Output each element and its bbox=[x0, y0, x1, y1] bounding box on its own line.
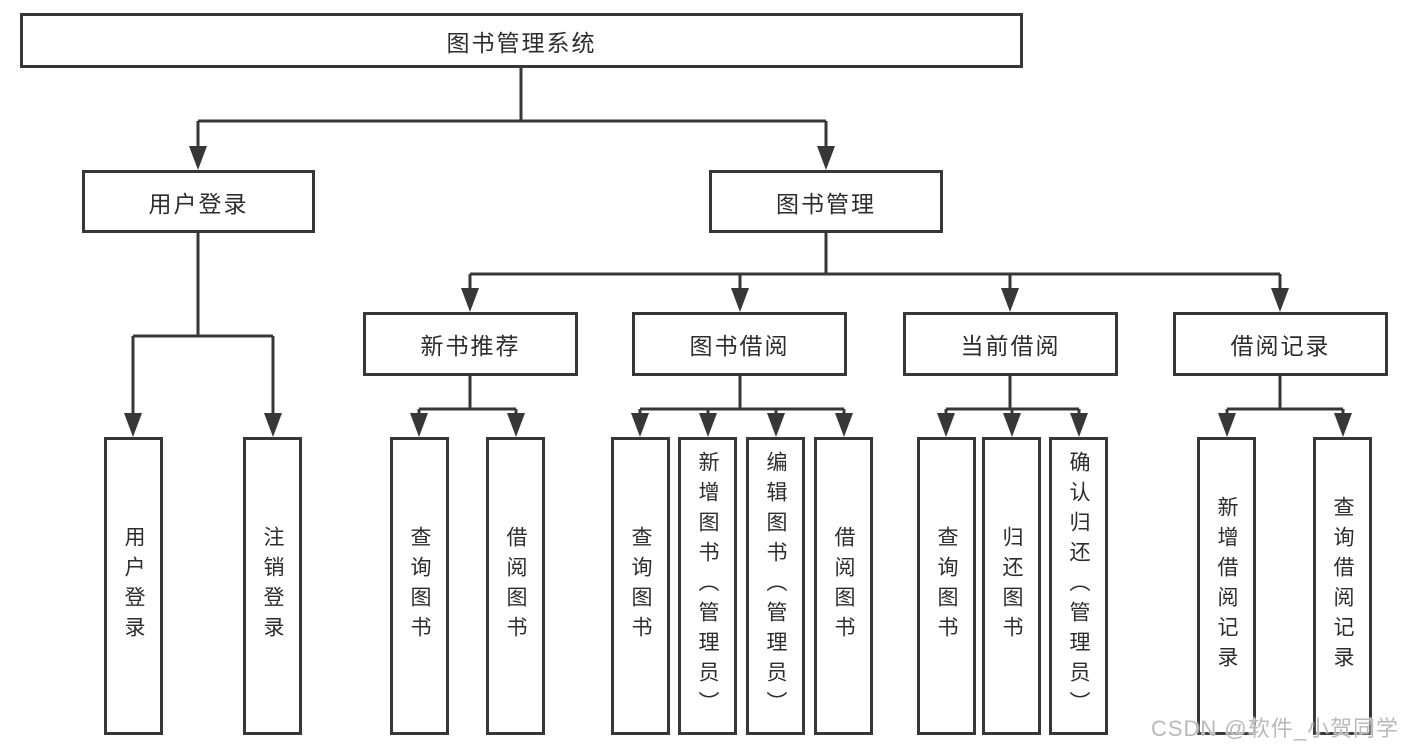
leaf-label: 新增借阅记录 bbox=[1215, 496, 1238, 676]
connector-new-book-recommend-to-leaves bbox=[410, 376, 525, 437]
arrowhead bbox=[699, 413, 717, 437]
connector-book-borrow-to-leaves bbox=[631, 376, 853, 437]
leaf-query-borrow-record: 查询借阅记录 bbox=[1313, 437, 1372, 735]
arrowhead bbox=[937, 413, 955, 437]
connector-user-login-to-leaves bbox=[124, 233, 282, 437]
connector-root-to-level2 bbox=[189, 68, 835, 170]
leaf-query-books-recommend: 查询图书 bbox=[390, 437, 449, 735]
arrowhead bbox=[1003, 413, 1021, 437]
arrowhead bbox=[461, 288, 479, 312]
leaf-query-books-current: 查询图书 bbox=[917, 437, 976, 735]
node-root-library-system: 图书管理系统 bbox=[20, 13, 1023, 68]
node-book-borrow: 图书借阅 bbox=[632, 312, 847, 376]
arrowhead bbox=[124, 413, 142, 437]
leaf-label: 借阅图书 bbox=[832, 526, 855, 646]
arrowhead bbox=[264, 413, 282, 437]
arrowhead bbox=[1271, 288, 1289, 312]
leaf-return-books: 归还图书 bbox=[982, 437, 1041, 735]
arrowhead bbox=[1001, 288, 1019, 312]
leaf-label: 查询图书 bbox=[408, 526, 431, 646]
arrowhead bbox=[731, 288, 749, 312]
leaf-label: 借阅图书 bbox=[504, 526, 527, 646]
arrowhead bbox=[507, 413, 525, 437]
leaf-label: 用户登录 bbox=[122, 526, 145, 646]
leaf-user-login: 用户登录 bbox=[104, 437, 163, 735]
connector-current-borrow-to-leaves bbox=[937, 376, 1088, 437]
leaf-label: 确认归还（管理员） bbox=[1067, 451, 1090, 721]
leaf-add-borrow-record: 新增借阅记录 bbox=[1197, 437, 1256, 735]
leaf-borrow-books: 借阅图书 bbox=[814, 437, 873, 735]
node-user-login: 用户登录 bbox=[82, 170, 315, 233]
arrowhead bbox=[817, 146, 835, 170]
leaf-label: 查询图书 bbox=[935, 526, 958, 646]
connector-borrow-records-to-leaves bbox=[1218, 376, 1352, 437]
leaf-label: 编辑图书（管理员） bbox=[764, 451, 787, 721]
leaf-add-book-admin: 新增图书（管理员） bbox=[678, 437, 737, 735]
arrowhead bbox=[767, 413, 785, 437]
node-book-management: 图书管理 bbox=[709, 170, 943, 233]
leaf-label: 新增图书（管理员） bbox=[696, 451, 719, 721]
arrowhead bbox=[835, 413, 853, 437]
node-borrow-records: 借阅记录 bbox=[1173, 312, 1388, 376]
leaf-confirm-return-admin: 确认归还（管理员） bbox=[1049, 437, 1108, 735]
arrowhead bbox=[1070, 413, 1088, 437]
arrowhead bbox=[631, 413, 649, 437]
leaf-borrow-books-recommend: 借阅图书 bbox=[486, 437, 545, 735]
arrowhead bbox=[189, 146, 207, 170]
arrowhead bbox=[1218, 413, 1236, 437]
arrowhead bbox=[410, 413, 428, 437]
connector-book-management-to-level3 bbox=[461, 233, 1289, 312]
leaf-label: 查询借阅记录 bbox=[1331, 496, 1354, 676]
arrowhead bbox=[1334, 413, 1352, 437]
watermark: CSDN @软件_小贺同学 bbox=[1150, 716, 1399, 741]
node-new-book-recommend: 新书推荐 bbox=[363, 312, 578, 376]
leaf-logout: 注销登录 bbox=[243, 437, 302, 735]
leaf-label: 归还图书 bbox=[1000, 526, 1023, 646]
node-current-borrow: 当前借阅 bbox=[903, 312, 1118, 376]
leaf-label: 注销登录 bbox=[261, 526, 284, 646]
leaf-query-books-borrow: 查询图书 bbox=[611, 437, 670, 735]
leaf-edit-book-admin: 编辑图书（管理员） bbox=[746, 437, 805, 735]
leaf-label: 查询图书 bbox=[629, 526, 652, 646]
